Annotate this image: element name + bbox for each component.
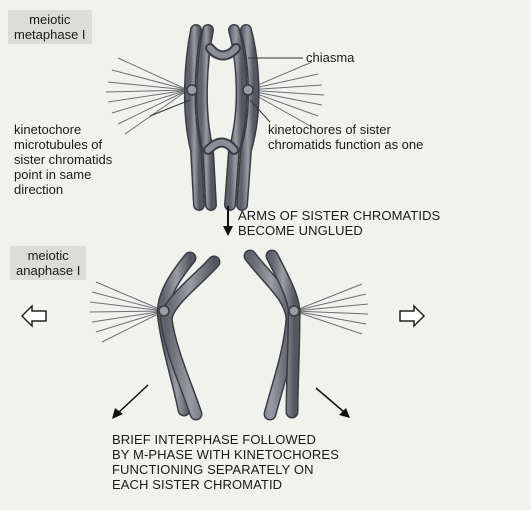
hollow-arrow-left-icon (22, 306, 46, 326)
label-kinetochores-one: kinetochores of sister chromatids functi… (268, 122, 423, 152)
label-interphase: BRIEF INTERPHASE FOLLOWED BY M-PHASE WIT… (112, 432, 339, 492)
kinetochore-right (243, 85, 253, 95)
anaphase-chromosome-left (90, 258, 214, 414)
hollow-arrow-right-icon (400, 306, 424, 326)
stage-label-metaphase: meiotic metaphase I (8, 10, 92, 44)
label-microtubules: kinetochore microtubules of sister chrom… (14, 122, 112, 197)
label-chiasma: chiasma (306, 50, 354, 65)
diagonal-arrow-right-icon (316, 388, 350, 418)
kinetochore-left (187, 85, 197, 95)
anaphase-chromosome-right (250, 256, 368, 414)
diagonal-arrow-left-icon (112, 385, 148, 419)
stage-label-anaphase: meiotic anaphase I (10, 246, 86, 280)
metaphase-bivalent (106, 30, 324, 205)
spindle-fibers-left (106, 58, 188, 134)
label-arms-unglued: ARMS OF SISTER CHROMATIDS BECOME UNGLUED (238, 208, 440, 238)
